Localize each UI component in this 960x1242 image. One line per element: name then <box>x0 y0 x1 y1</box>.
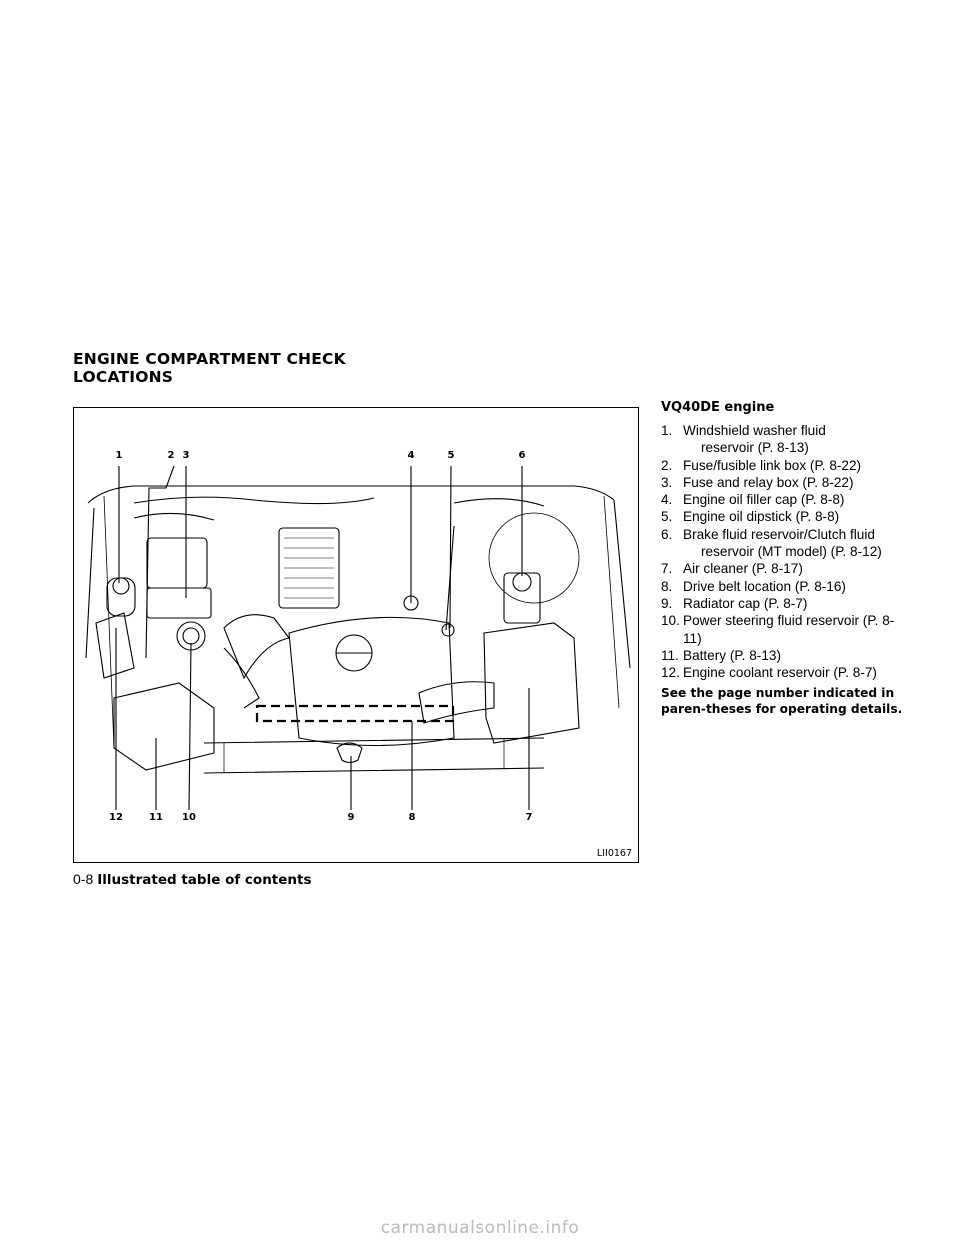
watermark-link[interactable]: carmanualsonline.info <box>380 1218 580 1238</box>
callout-6: 6 <box>518 450 526 461</box>
section-title: ENGINE COMPARTMENT CHECK LOCATIONS <box>73 350 473 386</box>
callout-10: 10 <box>182 812 196 823</box>
list-item: 10.Power steering fluid reservoir (P. 8-… <box>661 613 895 646</box>
list-item: 8.Drive belt location (P. 8-16) <box>661 578 846 594</box>
list-item: 4.Engine oil filler cap (P. 8-8) <box>661 492 845 508</box>
list-item: 12.Engine coolant reservoir (P. 8-7) <box>661 665 877 681</box>
page-number: 0-8 <box>73 871 94 887</box>
callout-3: 3 <box>182 450 190 461</box>
section-title-line-2: LOCATIONS <box>73 368 174 386</box>
callout-12: 12 <box>109 812 123 823</box>
figure-id: LII0167 <box>596 848 632 859</box>
callout-8: 8 <box>408 812 416 823</box>
callout-4: 4 <box>407 450 415 461</box>
section-title-line-1: ENGINE COMPARTMENT CHECK <box>73 350 346 368</box>
callout-11: 11 <box>149 812 163 823</box>
callout-2: 2 <box>167 450 175 461</box>
list-item: 11.Battery (P. 8-13) <box>661 647 781 663</box>
list-item: 2.Fuse/fusible link box (P. 8-22) <box>661 457 862 473</box>
callout-9: 9 <box>347 812 355 823</box>
callout-7: 7 <box>525 812 533 823</box>
engine-compartment-figure: 1 2 3 4 5 6 12 11 10 9 8 7 LII0167 <box>73 407 639 863</box>
callout-5: 5 <box>447 450 455 461</box>
engine-line-drawing <box>85 465 631 811</box>
list-item: 5.Engine oil dipstick (P. 8-8) <box>661 509 840 525</box>
operating-details-note: See the page number indicated in paren-t… <box>661 686 903 717</box>
callout-1: 1 <box>115 450 123 461</box>
list-item: 9.Radiator cap (P. 8-7) <box>661 595 808 611</box>
list-item: 7.Air cleaner (P. 8-17) <box>661 561 803 577</box>
list-item: 3.Fuse and relay box (P. 8-22) <box>661 474 854 490</box>
footer-title: Illustrated table of contents <box>97 872 312 888</box>
engine-subheading: VQ40DE engine <box>661 400 775 415</box>
